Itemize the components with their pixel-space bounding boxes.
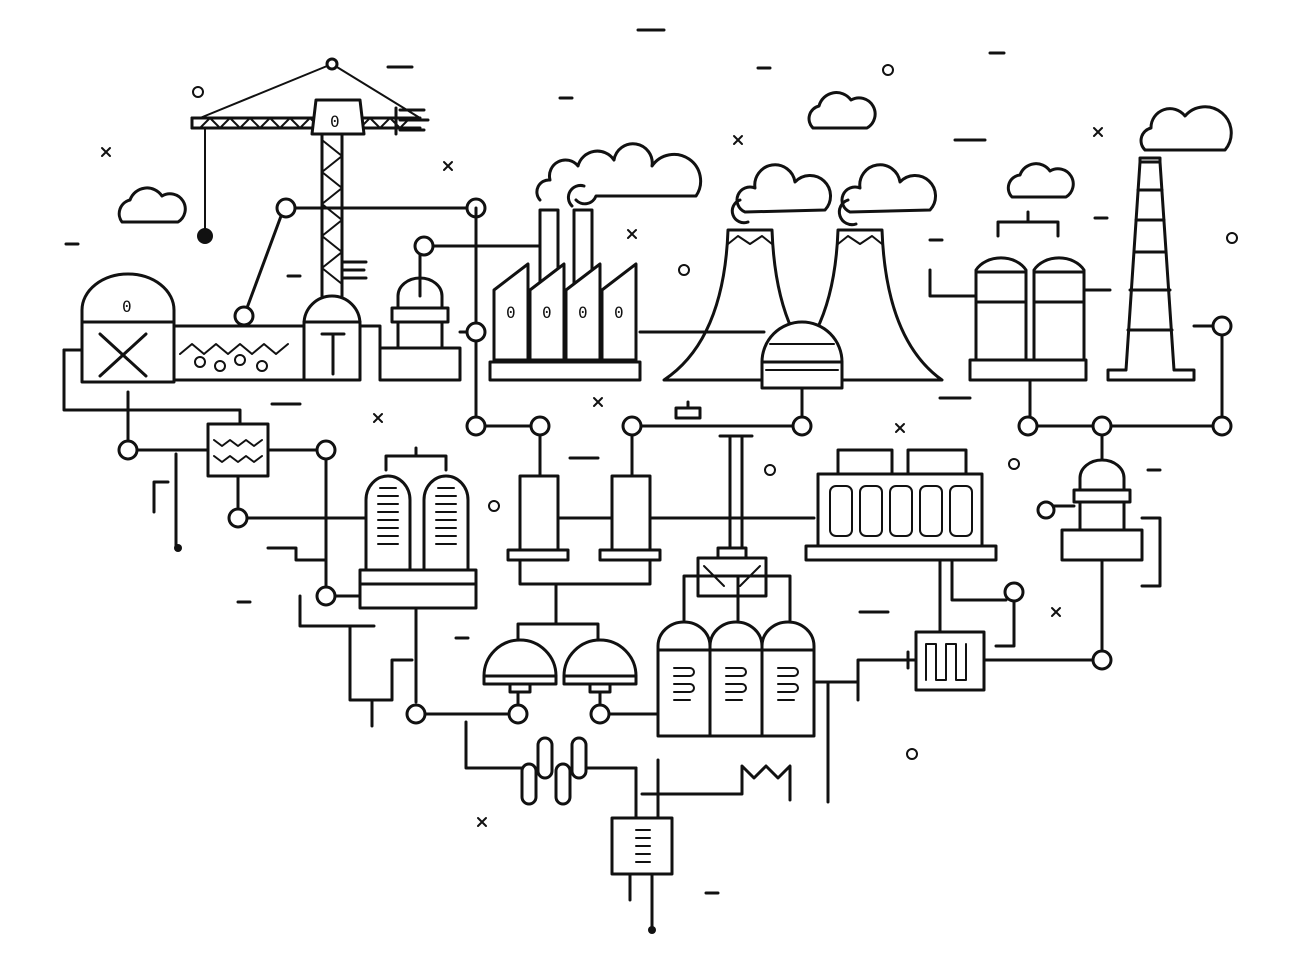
cloud-icon xyxy=(117,186,187,224)
decorative-marks xyxy=(64,28,1238,895)
dome-valve-icon xyxy=(482,622,638,694)
cloud-icon xyxy=(1139,105,1233,152)
silo-icon xyxy=(302,294,362,382)
robot-arm-icon xyxy=(233,197,487,327)
pump-icon xyxy=(1036,458,1162,671)
crane-cab-label: 0 xyxy=(330,112,340,131)
resistor-icon xyxy=(634,764,792,820)
gas-cylinder-icon xyxy=(656,574,830,822)
pipe-network-bottom xyxy=(298,594,660,770)
factory-window: 0 xyxy=(506,303,516,322)
crane-icon: 0 xyxy=(190,57,430,298)
filter-tank-icon xyxy=(358,446,478,610)
valve-assembly-icon xyxy=(696,434,768,598)
cloud-icon xyxy=(807,91,877,130)
smoke-cloud-icon xyxy=(730,163,832,225)
heat-exchanger-icon xyxy=(117,390,368,607)
factory-window: 0 xyxy=(614,303,624,322)
factory-window: 0 xyxy=(542,303,552,322)
control-box-icon xyxy=(610,816,674,934)
barn-label: 0 xyxy=(122,297,132,316)
heat-exchanger-icon xyxy=(826,630,1094,702)
press-cylinder-icon xyxy=(506,474,816,626)
pipe-network-top xyxy=(62,206,1233,428)
storage-barn-icon: 0 xyxy=(80,272,176,384)
reactor-dome-icon xyxy=(760,320,844,422)
twin-tank-icon xyxy=(968,210,1088,382)
battery-bank-icon xyxy=(804,448,1025,648)
smoke-cloud-icon xyxy=(535,142,703,208)
smoke-cloud-icon xyxy=(837,163,937,227)
conveyor-icon xyxy=(172,324,306,382)
chimney-icon xyxy=(1106,156,1196,382)
pipe-network-mid xyxy=(465,400,1233,478)
factory-icon: 0 0 0 0 xyxy=(488,208,642,382)
pump-icon xyxy=(378,235,542,382)
factory-window: 0 xyxy=(578,303,588,322)
coil-pipe-icon xyxy=(520,736,638,806)
cloud-icon xyxy=(1006,162,1075,199)
